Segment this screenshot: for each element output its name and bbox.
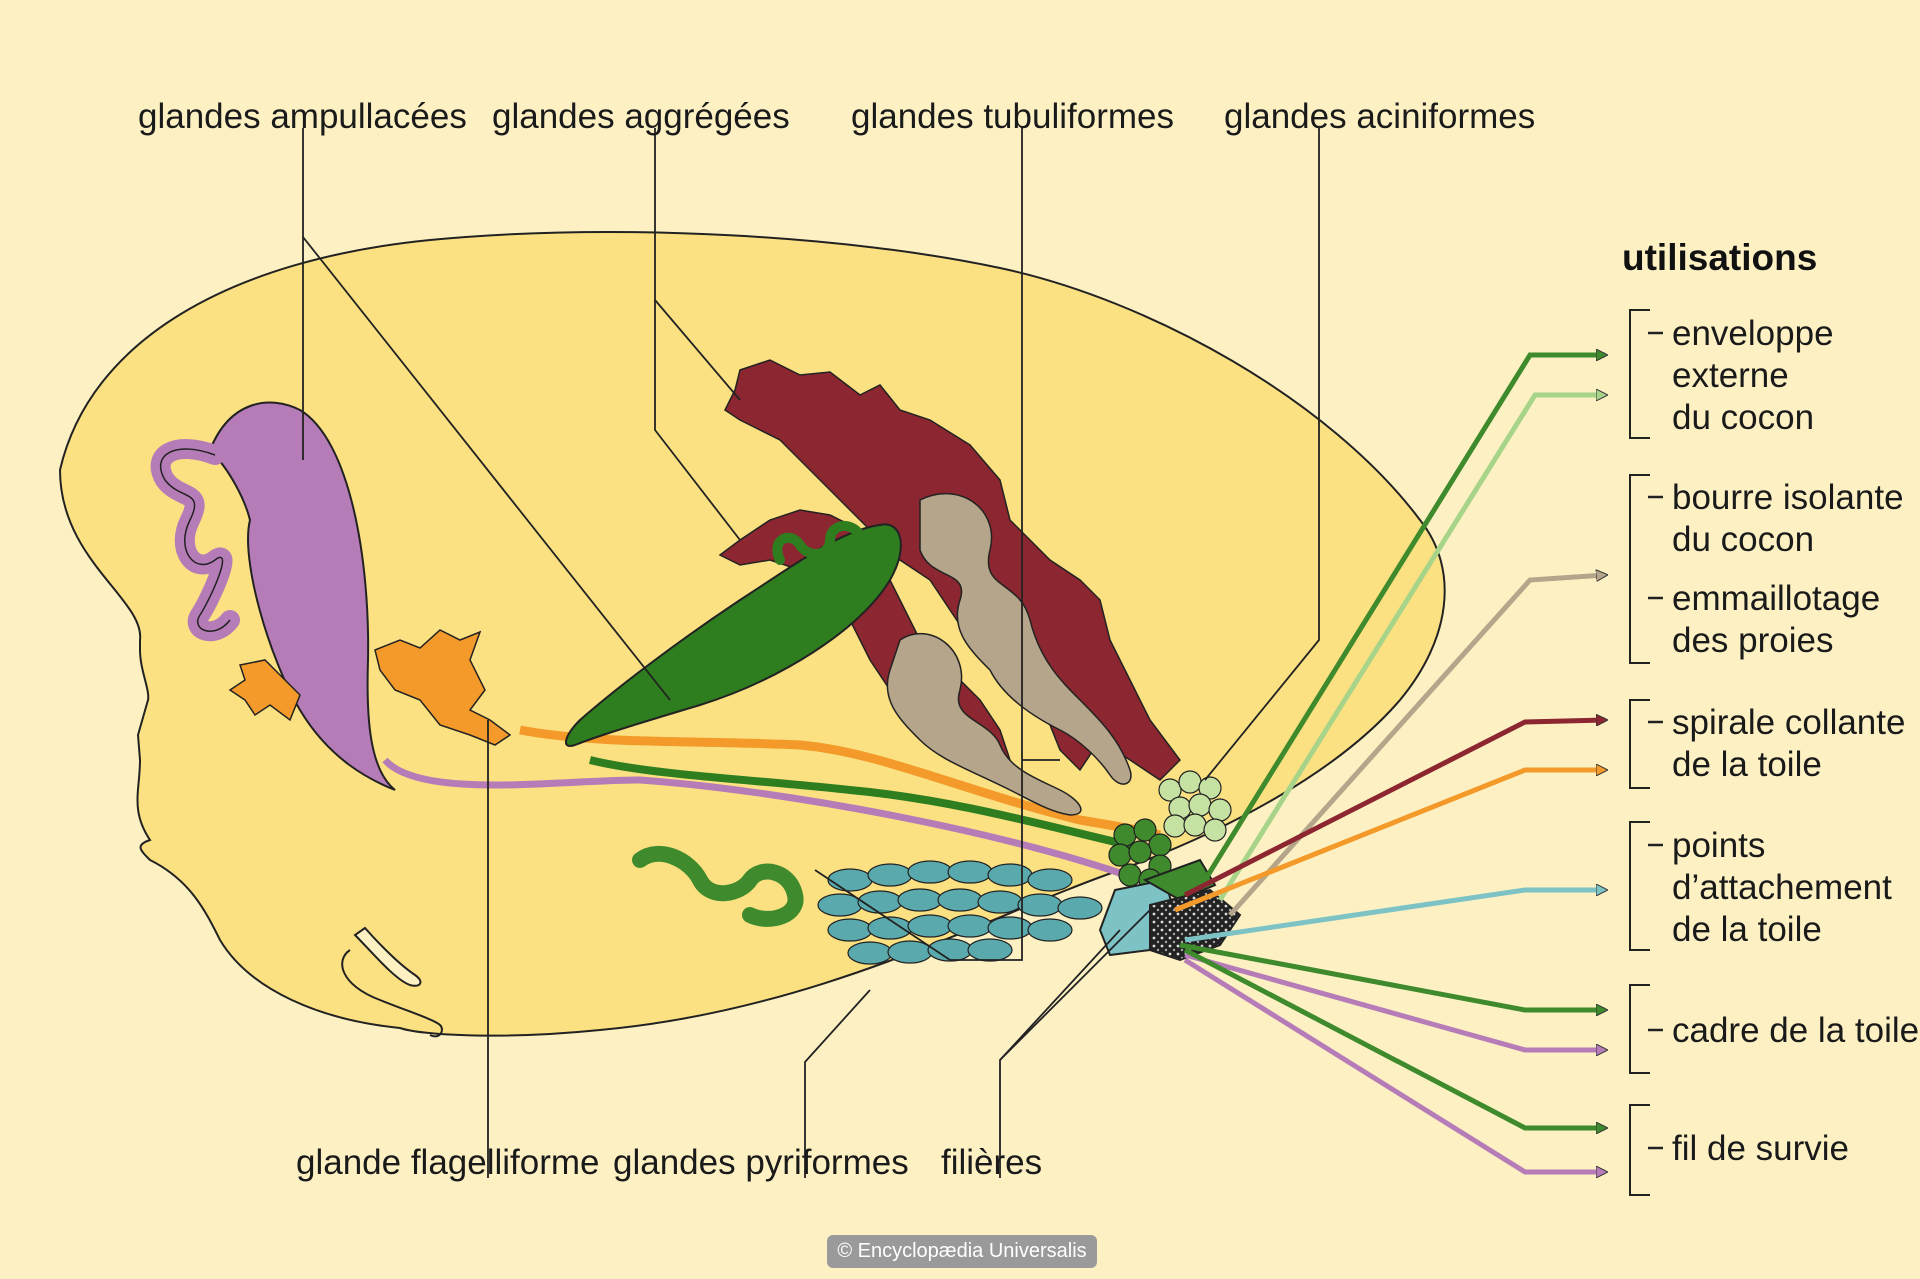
legend-title: utilisations bbox=[1622, 237, 1817, 278]
ampullate-duct bbox=[382, 757, 1142, 884]
legend-item-bourre-1: bourre isolante bbox=[1672, 478, 1904, 517]
label-filieres: filières bbox=[941, 1143, 1042, 1182]
label-ampullacees: glandes ampullacées bbox=[138, 97, 467, 136]
legend-item-spirale-2: de la toile bbox=[1672, 745, 1822, 784]
abdomen-notch bbox=[341, 949, 443, 1038]
aciniform-duct bbox=[589, 756, 1151, 854]
legend-item-emmaillotage-2: des proies bbox=[1672, 621, 1833, 660]
tubuliform-gland-lower bbox=[886, 633, 1082, 816]
arrow-spirale-orange bbox=[1174, 770, 1605, 913]
flagelliform-fringe bbox=[228, 659, 301, 722]
pyriform-glands bbox=[817, 860, 1103, 965]
arrow-cadre-purple bbox=[1184, 952, 1605, 1050]
legend-item-cadre: cadre de la toile bbox=[1672, 1011, 1919, 1050]
label-tubuliformes: glandes tubuliformes bbox=[851, 97, 1174, 136]
copyright-credit: © Encyclopædia Universalis bbox=[827, 1235, 1097, 1268]
leader-lines bbox=[302, 128, 1320, 1178]
label-pyriformes: glandes pyriformes bbox=[613, 1143, 909, 1182]
legend-item-enveloppe-3: du cocon bbox=[1672, 398, 1814, 437]
usage-arrows bbox=[1174, 355, 1605, 1172]
legend-item-spirale-1: spirale collante bbox=[1672, 703, 1905, 742]
legend-item-enveloppe-2: externe bbox=[1672, 356, 1789, 395]
legend-item-points-3: de la toile bbox=[1672, 910, 1822, 949]
arrow-survie-purple bbox=[1183, 957, 1605, 1172]
flagelliform-duct bbox=[519, 725, 1162, 840]
legend-item-points-2: d’attachement bbox=[1672, 868, 1892, 907]
arrow-points bbox=[1184, 890, 1605, 943]
arrow-cadre-green bbox=[1179, 942, 1605, 1010]
label-flagelliforme: glande flagelliforme bbox=[296, 1143, 600, 1182]
arrow-survie-green bbox=[1183, 947, 1605, 1128]
abdomen-slit bbox=[353, 926, 422, 987]
legend-item-points-1: points bbox=[1672, 826, 1765, 865]
aciniform-cluster-dark bbox=[1108, 818, 1172, 892]
tubuliform-gland bbox=[919, 493, 1132, 785]
ampullate-gland bbox=[208, 401, 396, 791]
label-aciniformes: glandes aciniformes bbox=[1224, 97, 1535, 136]
aciniform-cluster-light bbox=[1158, 770, 1232, 842]
arrow-enveloppe-light bbox=[1217, 395, 1605, 902]
legend-item-emmaillotage-1: emmaillotage bbox=[1672, 579, 1880, 618]
aciniform-gland bbox=[565, 523, 902, 747]
legend-item-bourre-2: du cocon bbox=[1672, 520, 1814, 559]
legend-brackets bbox=[1629, 309, 1650, 1196]
arrow-spirale-red bbox=[1183, 720, 1605, 898]
aciniform-coil bbox=[772, 521, 865, 565]
flagelliform-gland bbox=[374, 629, 512, 746]
small-aciniform-coil bbox=[632, 846, 804, 927]
arrow-enveloppe-dark bbox=[1202, 355, 1605, 882]
spinneret-dotted bbox=[1149, 888, 1242, 962]
legend-item-survie: fil de survie bbox=[1672, 1129, 1849, 1168]
legend-dashes bbox=[1648, 331, 1663, 1150]
label-aggregees: glandes aggrégées bbox=[492, 97, 790, 136]
legend-item-enveloppe-1: enveloppe bbox=[1672, 314, 1834, 353]
arrow-bourre bbox=[1228, 575, 1605, 917]
